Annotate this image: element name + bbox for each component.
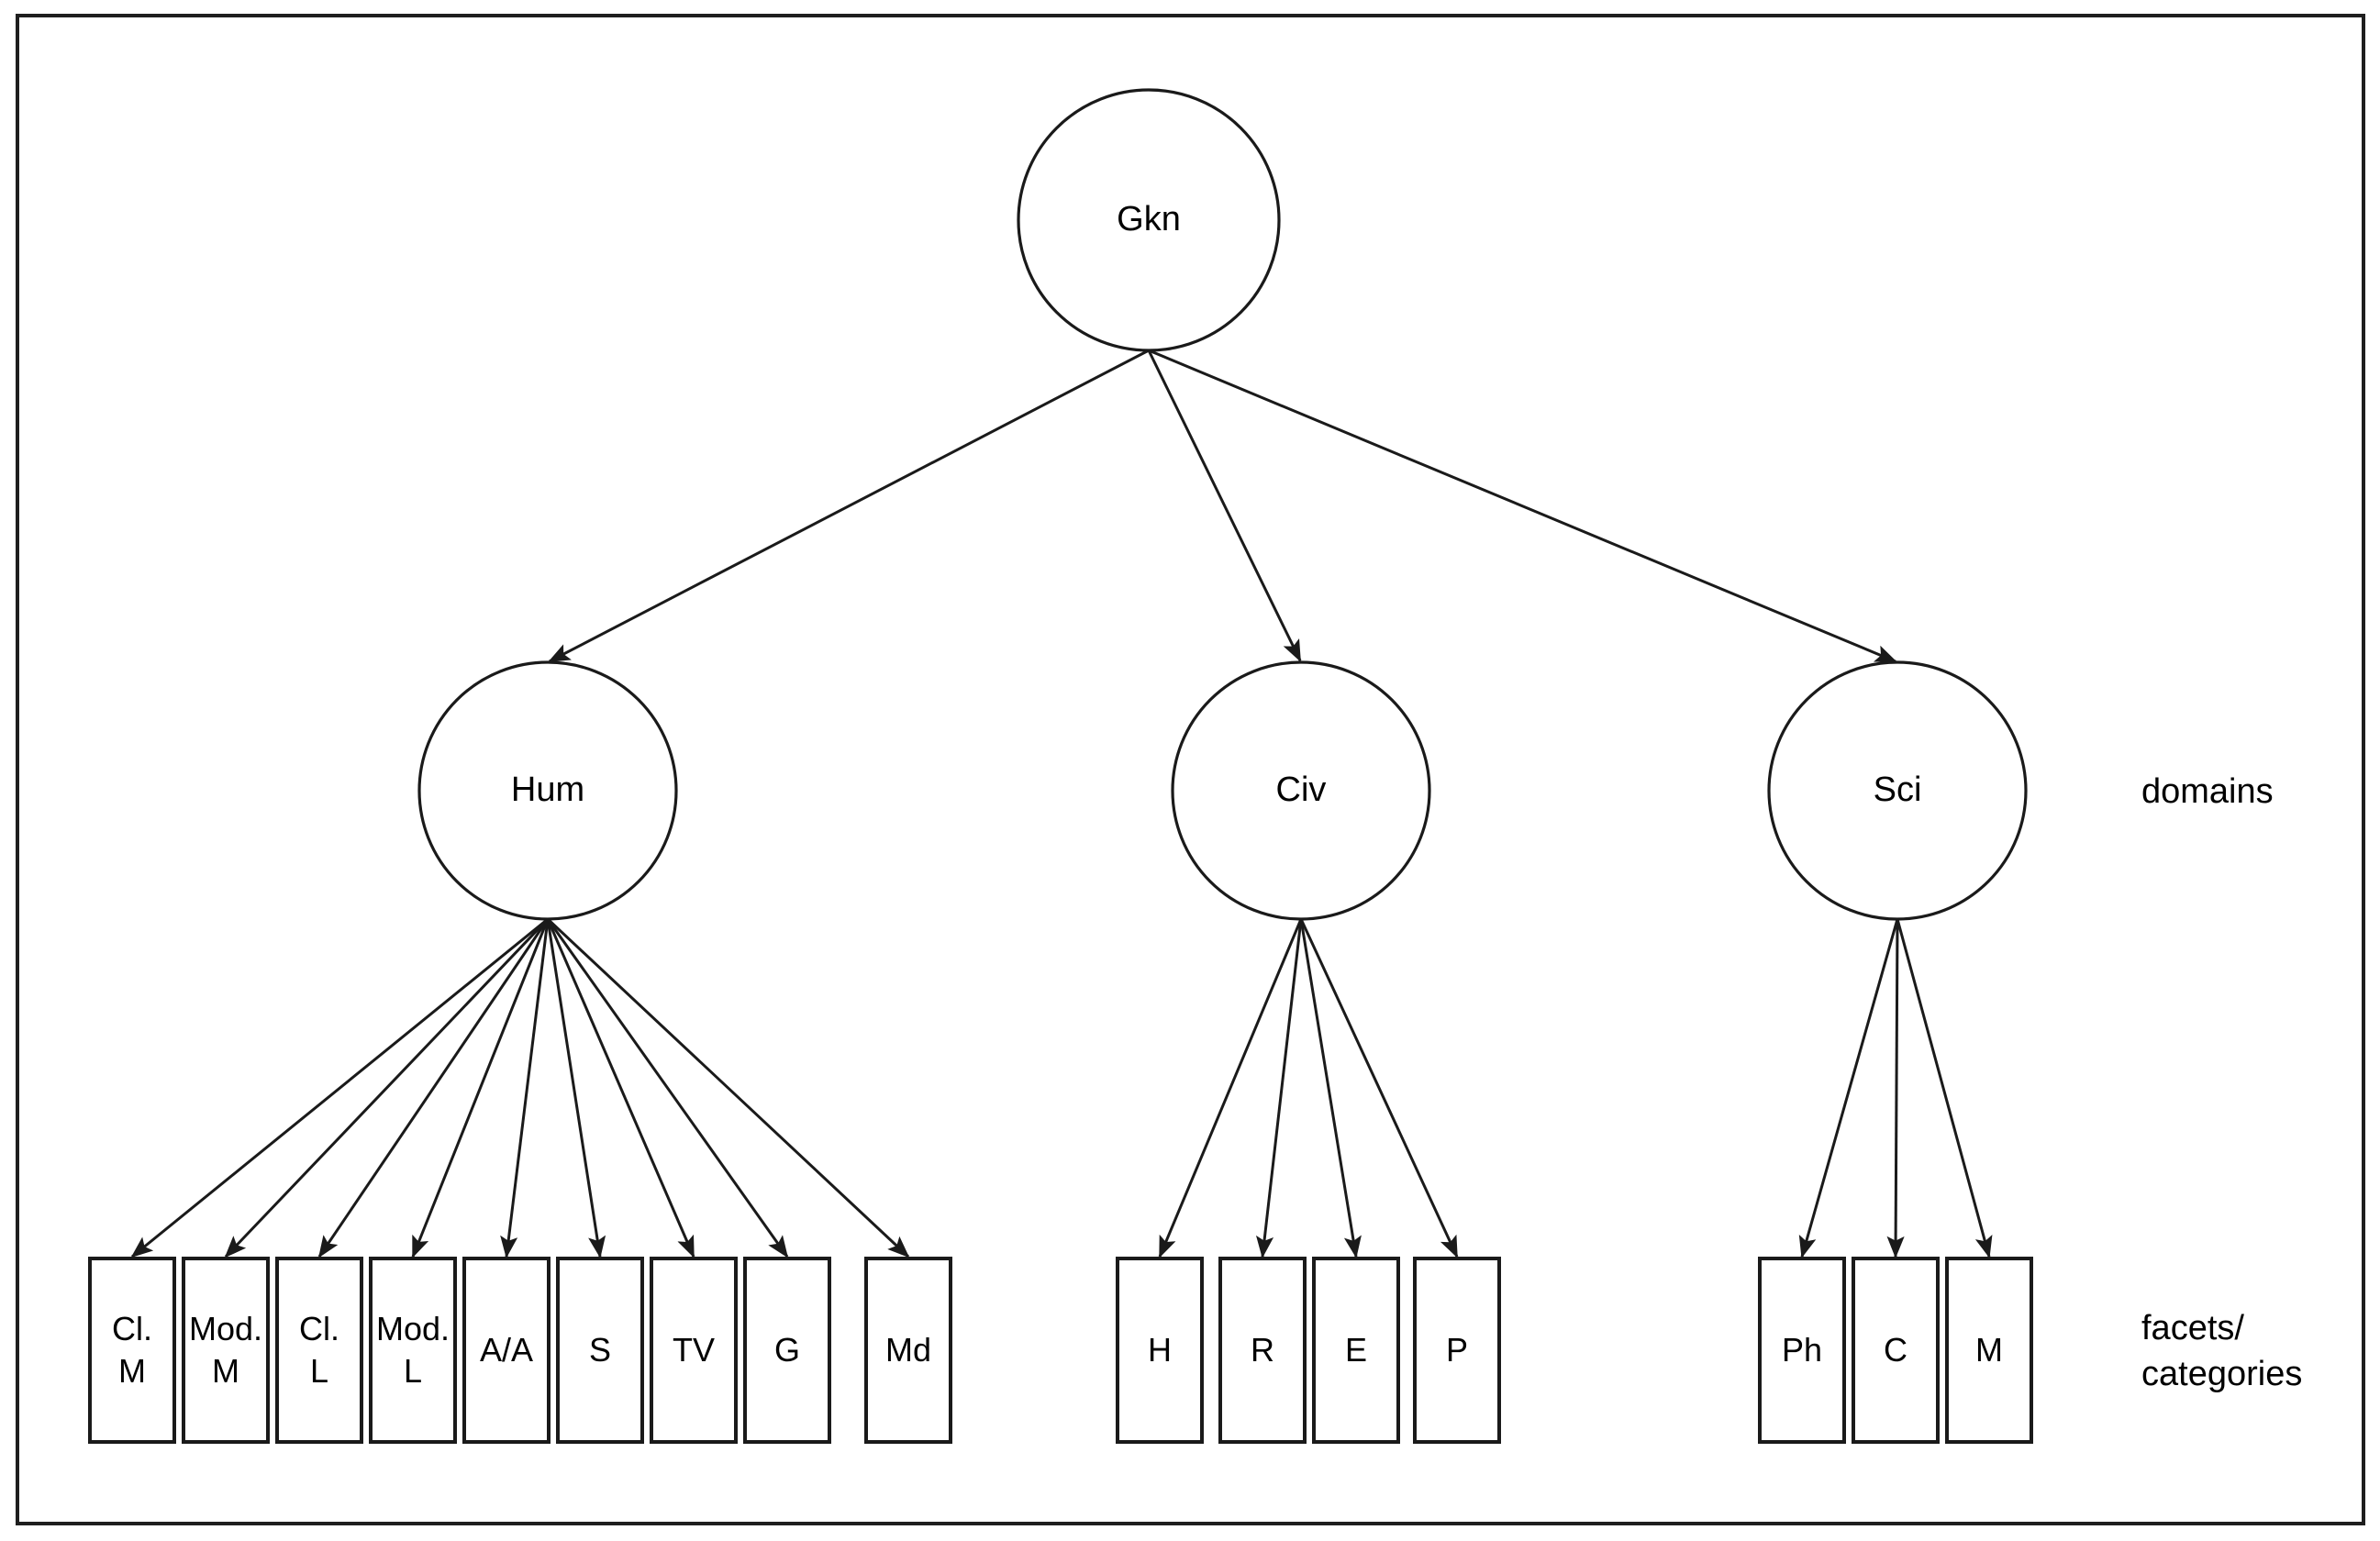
edge-gkn-to-civ [1147,349,1302,662]
facet-box-e-rect [1312,1257,1400,1444]
facet-box-r-rect [1218,1257,1307,1444]
facet-box-e[interactable]: E [1312,1257,1400,1444]
facet-box-cl-m-rect [88,1257,176,1444]
facet-box-p-label: P [1446,1331,1468,1369]
facet-box-g[interactable]: G [743,1257,831,1444]
facet-box-h-label: H [1148,1331,1172,1369]
edge-sci-to-c [1886,918,1905,1258]
edge-hum-to-g [546,918,789,1258]
domains-label: domains [2141,772,2274,811]
facet-box-a-a[interactable]: A/A [462,1257,551,1444]
edge-hum-to-md [546,917,910,1258]
facet-box-m[interactable]: M [1945,1257,2033,1444]
node-root-gkn-label: Gkn [1117,200,1181,238]
facet-box-ph[interactable]: Ph [1758,1257,1846,1444]
facet-box-cl-l[interactable]: Cl. L [275,1257,363,1444]
side-labels-layer: domains facets/categories [2141,772,2302,1393]
edge-civ-to-e [1299,918,1362,1258]
node-root-gkn[interactable]: Gkn [1017,88,1281,352]
facet-box-md[interactable]: Md [864,1257,952,1444]
facet-box-mod-l-label: L [404,1352,422,1390]
edge-hum-to-mod-l [411,918,550,1258]
edge-civ-to-r [1255,918,1303,1258]
node-domain-civ[interactable]: Civ [1171,660,1431,921]
facet-box-s-label: S [589,1331,611,1369]
edge-sci-to-ph [1798,918,1899,1258]
node-domain-sci[interactable]: Sci [1767,660,2028,921]
facet-box-tv[interactable]: TV [650,1257,738,1444]
facet-box-e-label: E [1345,1331,1367,1369]
edge-hum-to-s [546,918,606,1258]
facet-box-cl-m[interactable]: Cl. M [88,1257,176,1444]
edge-hum-to-cl-m [130,917,549,1258]
edge-hum-to-cl-l [317,918,550,1258]
node-domain-hum-label: Hum [511,770,584,809]
node-domain-hum[interactable]: Hum [417,660,678,921]
facet-box-tv-label: TV [673,1331,715,1369]
facet-box-mod-m-label: Mod. [189,1310,262,1347]
facet-box-m-rect [1945,1257,2033,1444]
node-root-gkn-circle [1017,88,1281,352]
node-domain-civ-label: Civ [1276,770,1327,809]
facet-box-m-label: M [1975,1331,2003,1369]
facet-boxes-layer: Cl. M Mod. M Cl. L Mod. L A/A S TV G Md H R E P Ph C M [88,1257,2033,1444]
facets-label-line: categories [2141,1355,2302,1393]
facet-box-h-rect [1116,1257,1204,1444]
facet-box-tv-rect [650,1257,738,1444]
node-domain-sci-label: Sci [1874,770,1922,809]
root-to-domain-edges [548,349,1897,663]
facet-box-p[interactable]: P [1413,1257,1501,1444]
domain-to-facet-edges [130,917,1993,1258]
facet-box-c[interactable]: C [1852,1257,1940,1444]
diagram-frame [16,14,2365,1525]
facet-box-mod-l[interactable]: Mod. L [369,1257,457,1444]
facet-box-a-a-rect [462,1257,551,1444]
facets-label-line: facets/ [2141,1309,2244,1347]
facet-box-ph-label: Ph [1782,1331,1822,1369]
facet-box-md-label: Md [885,1331,931,1369]
edge-hum-to-tv [546,918,695,1258]
edge-civ-to-p [1299,918,1459,1258]
facet-box-cl-l-label: L [310,1352,328,1390]
facet-box-cl-l-rect [275,1257,363,1444]
facet-box-g-rect [743,1257,831,1444]
edge-civ-to-h [1158,918,1303,1258]
edge-hum-to-a-a [500,918,550,1258]
facet-box-mod-m-label: M [212,1352,239,1390]
node-domain-sci-circle [1767,660,2028,921]
node-domain-hum-circle [417,660,678,921]
edge-gkn-to-hum [548,349,1150,663]
facet-box-mod-l-rect [369,1257,457,1444]
edge-gkn-to-sci [1148,349,1897,663]
facet-box-cl-m-label: M [118,1352,146,1390]
facet-box-p-rect [1413,1257,1501,1444]
facet-box-cl-l-label: Cl. [299,1310,339,1347]
facet-box-c-label: C [1884,1331,1907,1369]
facet-box-cl-m-label: Cl. [112,1310,152,1347]
domains-label-line: domains [2141,772,2274,811]
facet-box-g-label: G [774,1331,800,1369]
edge-hum-to-mod-m [224,917,550,1258]
facet-box-a-a-label: A/A [480,1331,533,1369]
facet-box-c-rect [1852,1257,1940,1444]
facet-box-r[interactable]: R [1218,1257,1307,1444]
facets-label: facets/categories [2141,1309,2302,1393]
facet-box-s[interactable]: S [556,1257,644,1444]
facet-box-mod-m[interactable]: Mod. M [182,1257,270,1444]
facet-box-mod-l-label: Mod. [376,1310,450,1347]
facet-box-h[interactable]: H [1116,1257,1204,1444]
facet-box-s-rect [556,1257,644,1444]
node-domain-civ-circle [1171,660,1431,921]
facet-box-mod-m-rect [182,1257,270,1444]
facet-box-r-label: R [1251,1331,1274,1369]
facet-box-md-rect [864,1257,952,1444]
facet-box-ph-rect [1758,1257,1846,1444]
edge-sci-to-m [1896,918,1993,1258]
